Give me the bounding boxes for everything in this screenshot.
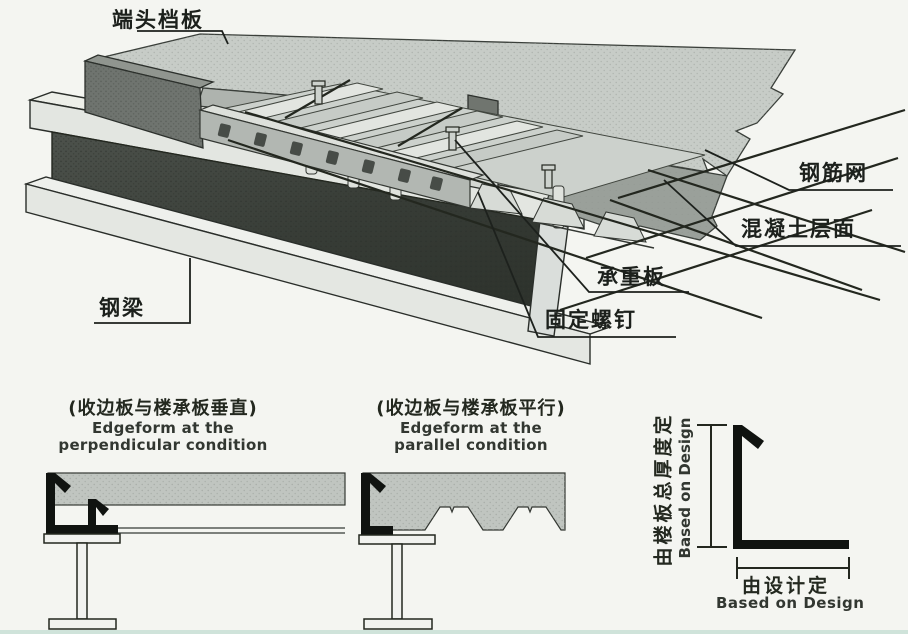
detail-parallel-title-en2: parallel condition <box>394 435 548 454</box>
label-end-baffle: 端头档板 <box>112 8 204 32</box>
label-load-bearing-deck: 承重板 <box>597 265 666 289</box>
label-rebar-mesh: 钢筋网 <box>799 161 868 185</box>
end-baffle-shape <box>83 54 499 193</box>
edgeform-profile-drawing <box>733 425 849 549</box>
detail-perpendicular-title-en2: perpendicular condition <box>58 435 268 454</box>
stud-shapes <box>311 80 556 189</box>
detail-parallel-title-en1: Edgeform at the <box>399 418 542 437</box>
dimension-vertical-label-en: Based on Design <box>676 417 694 559</box>
detail-parallel-drawing <box>358 472 566 630</box>
label-concrete-layer: 混凝土层面 <box>741 217 856 241</box>
label-fixing-screws: 固定螺钉 <box>545 308 637 332</box>
dimension-vertical-label-zh: 由楼板总厚度定 <box>652 412 675 567</box>
scan-edge-artifact <box>0 630 908 634</box>
dimension-horizontal-label-zh: 由设计定 <box>742 575 831 597</box>
detail-perpendicular-title-en1: Edgeform at the <box>91 418 234 437</box>
detail-title-parallel: (收边板与楼承板平行) Edgeform at the parallel con… <box>332 398 610 454</box>
detail-title-perpendicular: (收边板与楼承板垂直) Edgeform at the perpendicula… <box>22 398 304 454</box>
detail-parallel-title-zh: (收边板与楼承板平行) <box>376 398 566 419</box>
dimension-lines <box>697 424 850 579</box>
detail-perpendicular-title-zh: (收边板与楼承板垂直) <box>68 398 258 419</box>
detail-perpendicular-drawing <box>43 472 346 630</box>
label-steel-beam: 钢梁 <box>99 296 145 320</box>
leader-lines <box>94 30 901 338</box>
dimension-horizontal-label-en: Based on Design <box>716 594 865 612</box>
